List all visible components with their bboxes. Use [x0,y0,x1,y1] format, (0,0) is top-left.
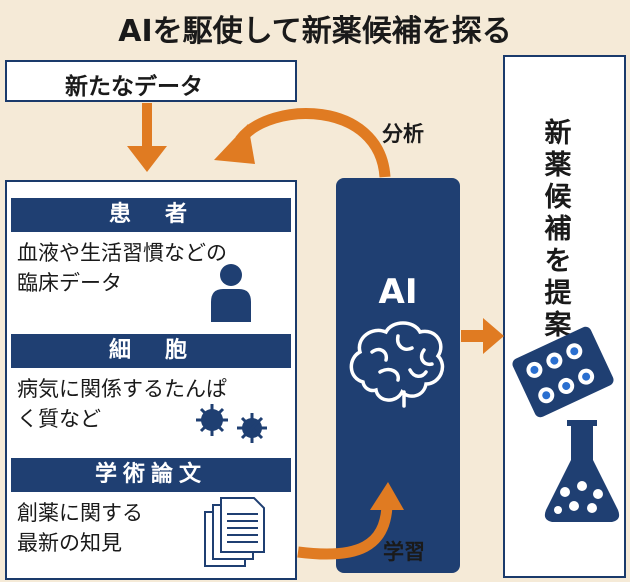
proposal-char: 新 [544,118,572,149]
papers-line-1: 創薬に関する [17,501,143,525]
proposal-char: 薬 [544,150,572,181]
flask-icon [544,420,620,522]
patient-description: 血液や生活習慣などの 臨床データ [17,238,227,298]
learning-label: 学習 [383,540,425,564]
patient-line-2: 臨床データ [17,271,122,295]
diagram-title: AIを駆使して新薬候補を探る [118,14,512,49]
brain-icon [349,321,445,408]
documents-icon [204,497,265,567]
person-icon [211,264,251,322]
down-arrow [127,103,167,172]
proposal-char: 候 [544,182,572,213]
patient-heading: 患 者 [11,198,291,232]
papers-heading: 学術論文 [11,458,291,492]
cell-heading: 細 胞 [11,334,291,368]
papers-line-2: 最新の知見 [17,531,122,555]
analysis-arrow [214,108,391,178]
pill-pack-icon [512,326,614,418]
new-data-box: 新たなデータ [5,60,297,102]
virus-icon [196,404,267,443]
analysis-label: 分析 [382,122,424,146]
cell-description: 病気に関係するたんぱ く質など [17,374,227,434]
proposal-char: 補 [544,214,572,245]
cell-line-1: 病気に関係するたんぱ [17,377,227,401]
papers-description: 創薬に関する 最新の知見 [17,498,143,558]
right-arrow [461,318,504,354]
proposal-char: 提 [544,278,572,309]
proposal-vertical-text: 新 薬 候 補 を 提 案 [538,118,578,342]
ai-label: AI [378,272,418,312]
learning-arrow [297,482,404,560]
cell-line-2: く質など [17,407,101,431]
patient-line-1: 血液や生活習慣などの [17,241,227,265]
proposal-char: を [544,246,572,277]
